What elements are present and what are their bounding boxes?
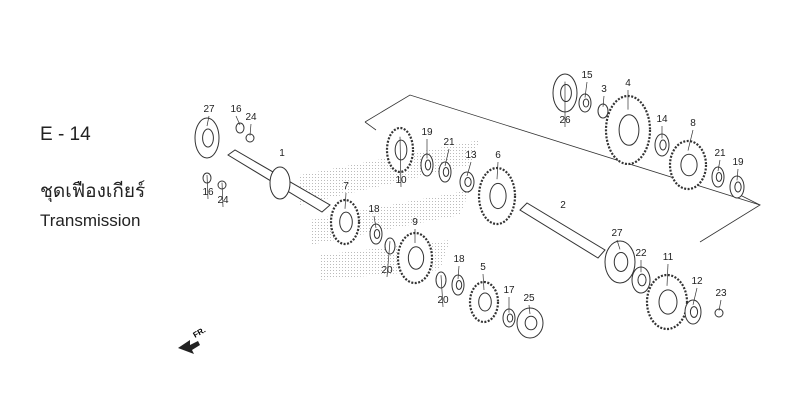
washer-part bbox=[369, 223, 383, 245]
leader-line bbox=[602, 95, 605, 107]
leader-line bbox=[736, 168, 739, 181]
washer-part bbox=[729, 175, 745, 199]
part-callout-6[interactable]: 6 bbox=[495, 150, 501, 161]
gear-part bbox=[477, 166, 517, 226]
washer-part bbox=[459, 171, 475, 193]
gear-part bbox=[329, 198, 361, 246]
leader-line bbox=[235, 115, 241, 126]
part-callout-15[interactable]: 15 bbox=[581, 70, 593, 81]
part-callout-13[interactable]: 13 bbox=[465, 150, 477, 161]
part-callout-10[interactable]: 10 bbox=[395, 175, 407, 186]
part-callout-27[interactable]: 27 bbox=[611, 228, 623, 239]
part-callout-21[interactable]: 21 bbox=[443, 137, 455, 148]
diagram-code: E - 14 bbox=[40, 124, 91, 145]
part-callout-25[interactable]: 25 bbox=[523, 293, 535, 304]
part-callout-26[interactable]: 26 bbox=[559, 115, 571, 126]
washer-part bbox=[420, 153, 434, 177]
ring-part bbox=[711, 166, 725, 188]
title-thai: ชุดเฟืองเกียร์ bbox=[40, 181, 146, 202]
part-callout-17[interactable]: 17 bbox=[503, 285, 515, 296]
title-english: Transmission bbox=[40, 211, 141, 230]
part-callout-19[interactable]: 19 bbox=[732, 157, 744, 168]
washer-part bbox=[235, 122, 245, 134]
part-callout-4[interactable]: 4 bbox=[625, 78, 631, 89]
leader-line bbox=[692, 287, 698, 305]
leader-line bbox=[496, 161, 499, 180]
part-callout-14[interactable]: 14 bbox=[656, 114, 668, 125]
part-callout-3[interactable]: 3 bbox=[601, 84, 607, 95]
leader-line bbox=[457, 265, 460, 280]
counter-shaft bbox=[519, 202, 606, 259]
leader-line bbox=[466, 161, 472, 177]
leader-line bbox=[373, 215, 377, 229]
main-shaft bbox=[227, 149, 331, 213]
leader-line bbox=[440, 275, 444, 308]
part-callout-18[interactable]: 18 bbox=[368, 204, 380, 215]
washer-part bbox=[578, 93, 592, 113]
leader-line bbox=[718, 299, 722, 311]
part-callout-20[interactable]: 20 bbox=[437, 295, 449, 306]
leader-line bbox=[616, 239, 621, 250]
part-callout-16[interactable]: 16 bbox=[230, 104, 242, 115]
part-callout-8[interactable]: 8 bbox=[690, 118, 696, 129]
washer-part bbox=[654, 133, 670, 157]
ring-part bbox=[384, 237, 396, 255]
leader-line bbox=[221, 182, 224, 208]
bearing-part bbox=[604, 240, 636, 284]
part-callout-5[interactable]: 5 bbox=[480, 262, 486, 273]
ring-part bbox=[438, 161, 452, 183]
direction-label: FR. bbox=[192, 325, 208, 339]
part-callout-22[interactable]: 22 bbox=[635, 248, 647, 259]
leader-line bbox=[399, 136, 402, 188]
part-callout-23[interactable]: 23 bbox=[715, 288, 727, 299]
part-callout-12[interactable]: 12 bbox=[691, 276, 703, 287]
part-callout-19[interactable]: 19 bbox=[421, 127, 433, 138]
part-callout-20[interactable]: 20 bbox=[381, 265, 393, 276]
gear-part bbox=[668, 139, 708, 191]
subassembly-bracket bbox=[364, 94, 761, 243]
part-callout-1[interactable]: 1 bbox=[279, 148, 285, 159]
front-arrow-icon: FR. bbox=[178, 325, 207, 354]
part-callout-7[interactable]: 7 bbox=[343, 181, 349, 192]
leader-line bbox=[584, 81, 588, 98]
leader-line bbox=[249, 123, 252, 136]
leader-line bbox=[528, 304, 531, 315]
part-callout-2[interactable]: 2 bbox=[560, 200, 566, 211]
sprocket-part bbox=[645, 273, 689, 331]
part-callout-24[interactable]: 24 bbox=[217, 195, 229, 206]
leader-line bbox=[206, 174, 209, 200]
leader-line bbox=[344, 192, 347, 209]
leader-line bbox=[444, 148, 450, 167]
part-callout-18[interactable]: 18 bbox=[453, 254, 465, 265]
leader-line bbox=[482, 273, 485, 291]
gear-part bbox=[468, 280, 500, 324]
leader-line bbox=[206, 115, 210, 127]
part-callout-16[interactable]: 16 bbox=[202, 187, 214, 198]
part-callout-24[interactable]: 24 bbox=[245, 112, 257, 123]
leader-line bbox=[666, 263, 669, 286]
bearing-part bbox=[516, 307, 544, 339]
leader-line bbox=[687, 129, 694, 151]
part-callout-9[interactable]: 9 bbox=[412, 217, 418, 228]
bearing-part bbox=[194, 117, 220, 159]
plate-part bbox=[684, 299, 702, 325]
part-callout-11[interactable]: 11 bbox=[662, 252, 674, 263]
part-callout-27[interactable]: 27 bbox=[203, 104, 215, 115]
leader-line bbox=[386, 241, 391, 278]
leader-line bbox=[717, 159, 721, 172]
part-callout-21[interactable]: 21 bbox=[714, 148, 726, 159]
